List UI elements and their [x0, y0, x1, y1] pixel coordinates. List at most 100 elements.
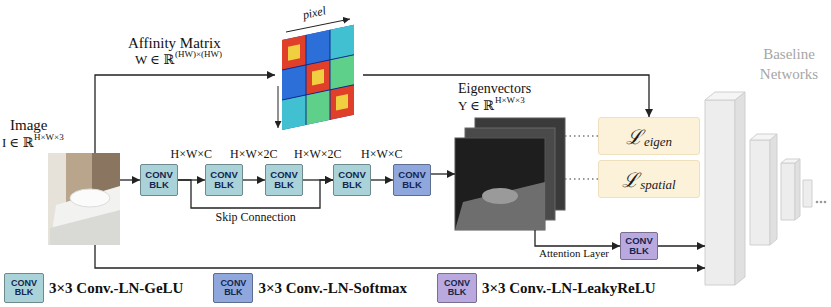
dimension-label: H×W×2C — [229, 148, 279, 160]
ellipsis-dot — [824, 201, 827, 204]
dotted-connector — [565, 178, 598, 179]
arrow-connector — [120, 179, 140, 180]
legend-item: CONV BLK 3×3 Conv.-LN-LeakyReLU — [437, 273, 656, 303]
dimension-label: H×W×2C — [293, 148, 343, 160]
math-superscript: H×W×3 — [495, 96, 525, 105]
conv-block: CONV BLK — [333, 164, 371, 196]
baseline-network-blocks — [705, 92, 812, 285]
legend-text: 3×3 Conv.-LN-LeakyReLU — [482, 280, 656, 297]
photo-bed — [50, 186, 120, 245]
legend-item: CONV BLK 3×3 Conv.-LN-GeLU — [4, 273, 183, 303]
pixel-axis-arrow — [278, 86, 279, 128]
heatmap-grid — [282, 85, 354, 100]
arrow-connector — [535, 230, 620, 246]
math-superscript: H×W×3 — [34, 133, 64, 142]
heatmap-block — [312, 69, 324, 86]
heatmap-block — [330, 25, 354, 60]
affinity-matrix: Affinity MatrixW ∈ ℝ(HW)×(HW) — [275, 22, 363, 134]
baseline-networks: Baseline Networks — [705, 95, 825, 285]
heatmap-ground — [282, 25, 354, 130]
conv-block: CONV BLK — [265, 164, 303, 196]
heatmap-block — [306, 90, 330, 125]
block-label: CONV BLK — [145, 170, 172, 190]
axis-label: pixel — [301, 3, 327, 23]
loss-subscript: spatial — [640, 177, 675, 193]
swatch-label: CONV BLK — [11, 279, 37, 298]
heatmap-grid — [305, 35, 306, 125]
input-photo — [48, 153, 120, 245]
heatmap-block — [330, 85, 354, 120]
arrow-connector — [371, 179, 393, 180]
block-label: CONV BLK — [398, 170, 425, 190]
eigen-map-shape — [482, 188, 518, 204]
dotted-connector — [565, 135, 598, 136]
node-heading: Eigenvectors — [458, 82, 531, 96]
arrow-connector — [243, 179, 265, 180]
heatmap-block — [336, 94, 348, 111]
arrow-connector — [363, 75, 649, 117]
dimension-label: H×W×C — [360, 148, 404, 160]
network-layer — [781, 163, 795, 220]
arrow-connector — [658, 245, 705, 246]
network-layer — [750, 134, 777, 140]
input-image: ImageI ∈ ℝH×W×3 — [48, 153, 120, 245]
photo-wall — [48, 153, 120, 245]
heatmap-grid — [329, 30, 330, 120]
layer-label: Attention Layer — [538, 248, 610, 259]
eigenvector-maps — [455, 118, 565, 230]
arrow-connector — [431, 173, 455, 174]
block-label: CONV BLK — [210, 170, 237, 190]
network-layer — [795, 159, 800, 220]
swatch-label: CONV BLK — [444, 279, 470, 298]
math-symbol: W ∈ ℝ — [135, 53, 174, 66]
legend-swatch: CONV BLK — [437, 273, 477, 303]
arrow-connector — [178, 180, 333, 208]
photo-pillow — [70, 189, 110, 207]
network-layer — [705, 100, 735, 285]
node-heading: Image — [10, 118, 47, 133]
arrow-connector — [95, 75, 275, 153]
heatmap-block — [306, 60, 330, 95]
network-layer — [803, 180, 812, 207]
pixel-axis-arrow — [286, 19, 350, 32]
math-superscript: (HW)×(HW) — [175, 50, 222, 59]
loss-subscript: eigen — [644, 134, 672, 150]
legend: CONV BLK3×3 Conv.-LN-GeLUCONV BLK3×3 Con… — [4, 273, 656, 303]
photo-bed-shade — [50, 210, 120, 245]
loss-box: ℒspatial — [598, 160, 700, 198]
ellipsis-dot — [816, 201, 819, 204]
eigen-map — [455, 138, 545, 230]
math-symbol: Y ∈ ℝ — [458, 99, 494, 112]
heatmap-block — [330, 55, 354, 90]
block-label: CONV BLK — [270, 170, 297, 190]
skip-label: Skip Connection — [215, 211, 297, 223]
heatmap-block — [282, 65, 306, 100]
heatmap-grid — [282, 55, 354, 70]
conv-block: CONV BLK — [140, 164, 178, 196]
eigen-map-shape — [455, 182, 545, 230]
legend-swatch: CONV BLK — [213, 273, 253, 303]
loss-box: ℒeigen — [598, 117, 700, 155]
node-heading: Baseline Networks — [753, 45, 825, 84]
block-label: CONV BLK — [338, 170, 365, 190]
legend-item: CONV BLK3×3 Conv.-LN-Softmax — [213, 273, 407, 303]
block-label: CONV BLK — [625, 236, 652, 256]
heatmap-block — [306, 30, 330, 65]
photo-shadow — [92, 153, 120, 191]
heatmap-block — [282, 95, 306, 130]
eigenvector-stack: EigenvectorsY ∈ ℝH×W×3 — [455, 118, 565, 230]
arrow-connector — [95, 245, 705, 268]
heatmap-block — [282, 35, 306, 70]
legend-text: 3×3 Conv.-LN-GeLU — [49, 280, 183, 297]
node-heading: Affinity Matrix — [128, 36, 221, 51]
dimension-label: H×W×C — [170, 148, 214, 160]
network-layer — [735, 92, 745, 285]
network-layer — [770, 134, 777, 245]
network-layer — [750, 140, 770, 245]
loss-symbol: ℒ — [622, 166, 639, 193]
